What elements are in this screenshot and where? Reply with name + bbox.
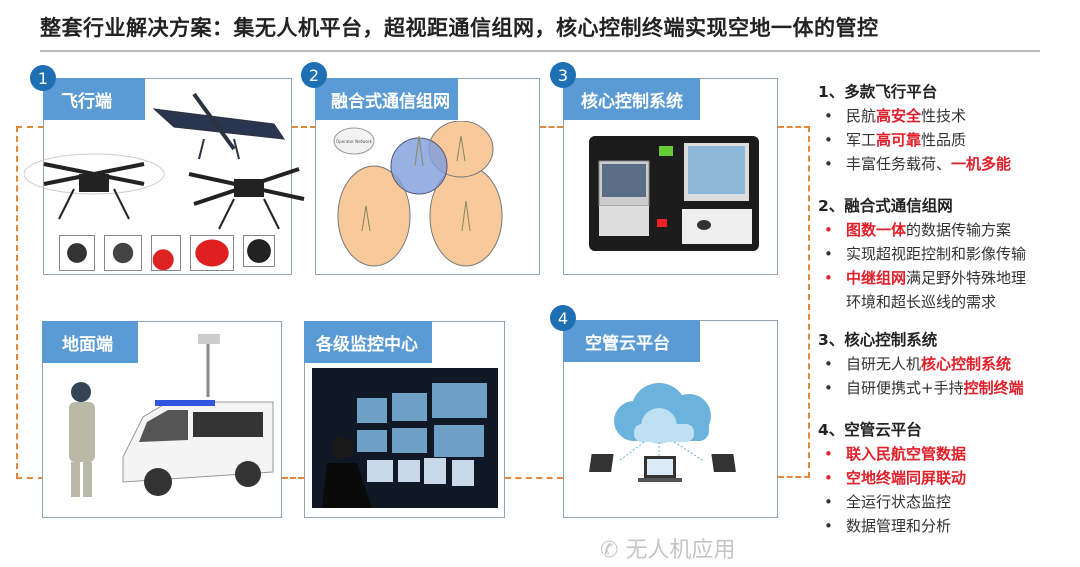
payload-thumbnails xyxy=(59,235,275,271)
speaker-payload xyxy=(151,235,181,271)
list-item: •全运行状态监控 xyxy=(824,493,952,511)
step-badge-1: 1 xyxy=(30,65,56,91)
panel-label: 地面端 xyxy=(42,321,138,363)
gimbal-payload xyxy=(104,235,142,271)
camera-payload xyxy=(59,235,95,271)
list-item: •实现超视距控制和影像传输 xyxy=(824,245,1027,263)
panel-label: 融合式通信组网 xyxy=(315,78,458,120)
list-item: •民航高安全性技术 xyxy=(824,107,967,125)
cloud-platform-illustration xyxy=(589,383,736,482)
section-heading-3: 3、核心控制系统 xyxy=(818,331,938,349)
connector-right xyxy=(778,126,810,478)
panel-label: 空管云平台 xyxy=(563,320,700,362)
list-item: •联入民航空管数据 xyxy=(824,445,967,463)
wechat-icon: ✆ xyxy=(600,538,626,563)
step-badge-4: 4 xyxy=(550,305,576,331)
panel-network: 融合式通信组网 Operator Network xyxy=(315,78,540,275)
panel-cloud: 空管云平台 xyxy=(563,320,778,518)
section-heading-4: 4、空管云平台 xyxy=(818,421,922,439)
list-item: •空地终端同屏联动 xyxy=(824,469,967,487)
panel-ground: 地面端 xyxy=(42,321,282,518)
light-payload xyxy=(190,235,234,271)
connector-ground-monitor xyxy=(282,477,304,479)
connector-monitor-cloud xyxy=(505,477,563,479)
monitoring-center-photo xyxy=(312,368,498,508)
feature-list: 1、多款飞行平台 •民航高安全性技术 •军工高可靠性品质 •丰富任务载荷、一机多… xyxy=(818,80,1080,538)
list-item: •自研无人机核心控制系统 xyxy=(824,355,1012,373)
list-item: •图数一体的数据传输方案 xyxy=(824,221,1012,239)
watermark: ✆ 无人机应用 xyxy=(600,538,736,563)
section-heading-2: 2、融合式通信组网 xyxy=(818,197,953,215)
list-item: •数据管理和分析 xyxy=(824,517,952,535)
list-item: •自研便携式+手持控制终端 xyxy=(824,379,1024,397)
list-item-continuation: 环境和超长巡线的需求 xyxy=(846,293,997,311)
section-heading-1: 1、多款飞行平台 xyxy=(818,83,938,101)
panel-control: 核心控制系统 xyxy=(563,78,778,275)
list-item: •中继组网满足野外特殊地理 xyxy=(824,269,1027,287)
drop-payload xyxy=(243,235,275,267)
step-badge-2: 2 xyxy=(301,62,327,88)
panel-flight: 飞行端 xyxy=(24,78,305,275)
step-badge-3: 3 xyxy=(550,62,576,88)
ground-vehicle-illustration xyxy=(69,334,274,497)
list-item: •军工高可靠性品质 xyxy=(824,131,967,149)
connector-2-3 xyxy=(540,126,563,128)
title-divider xyxy=(40,50,1040,52)
cloud-label: Operator Network xyxy=(336,139,373,144)
network-diagram: Operator Network xyxy=(333,121,503,267)
panel-label: 飞行端 xyxy=(43,78,145,120)
panel-label: 各级监控中心 xyxy=(304,321,432,363)
page-title: 整套行业解决方案：集无人机平台，超视距通信组网，核心控制终端实现空地一体的管控 xyxy=(40,16,879,40)
connector-1-2 xyxy=(292,126,316,128)
panel-label: 核心控制系统 xyxy=(563,78,700,120)
drone-illustration xyxy=(24,92,305,230)
connector-left xyxy=(16,126,44,479)
list-item: •丰富任务载荷、一机多能 xyxy=(824,155,1012,173)
control-case-illustration xyxy=(589,136,759,251)
panel-monitor: 各级监控中心 xyxy=(304,321,505,518)
